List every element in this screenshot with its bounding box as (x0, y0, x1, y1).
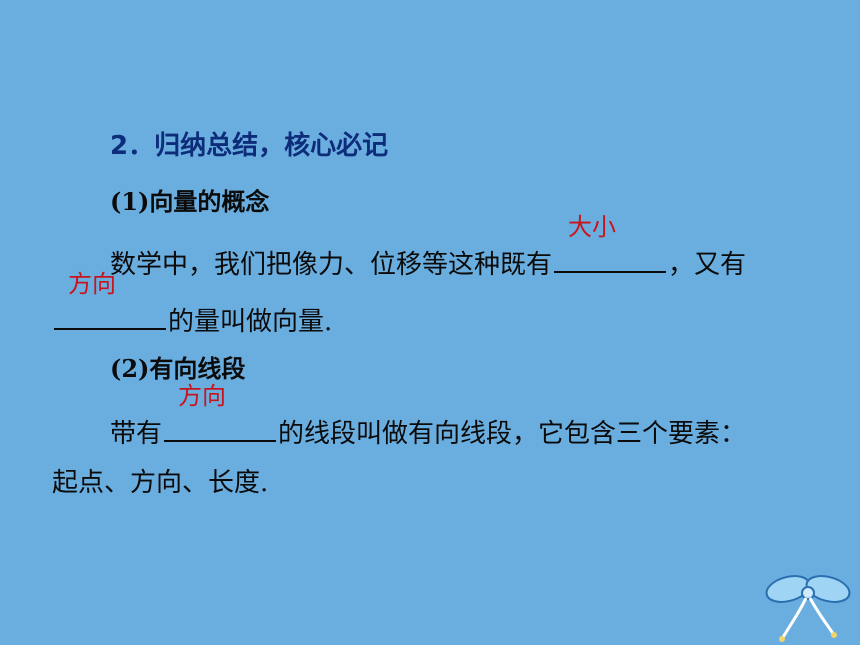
item2-text-a: 带有 (110, 419, 163, 449)
item1-title: (1)向量的概念 (110, 187, 270, 216)
item1-blank1: 大小 (554, 215, 667, 273)
item1-text-b: ，又有 (668, 250, 747, 280)
item2-blank1: 方向 (164, 384, 277, 442)
item1-line1: 数学中，我们把像力、位移等这种既有大小 ，又有 (110, 215, 747, 280)
item1-blank2: 方向 (54, 272, 166, 330)
item1-text-c: 的量叫做向量. (168, 307, 333, 337)
section-heading: 2．归纳总结，核心必记 (110, 131, 389, 161)
item2-answer1: 方向 (178, 382, 227, 410)
item1-answer2: 方向 (68, 270, 116, 298)
item2-text-b: 的线段叫做有向线段，它包含三个要素： (278, 419, 747, 449)
item1-line2: 方向的量叫做向量. (52, 272, 333, 337)
item1-text-a: 数学中，我们把像力、位移等这种既有 (110, 250, 553, 280)
item1-answer1: 大小 (568, 213, 617, 241)
ribbon-bow-icon (765, 575, 851, 642)
item2-line2: 起点、方向、长度. (52, 468, 269, 498)
item2-line1: 带有方向的线段叫做有向线段，它包含三个要素： (110, 384, 747, 449)
item2-title: (2)有向线段 (110, 354, 246, 383)
